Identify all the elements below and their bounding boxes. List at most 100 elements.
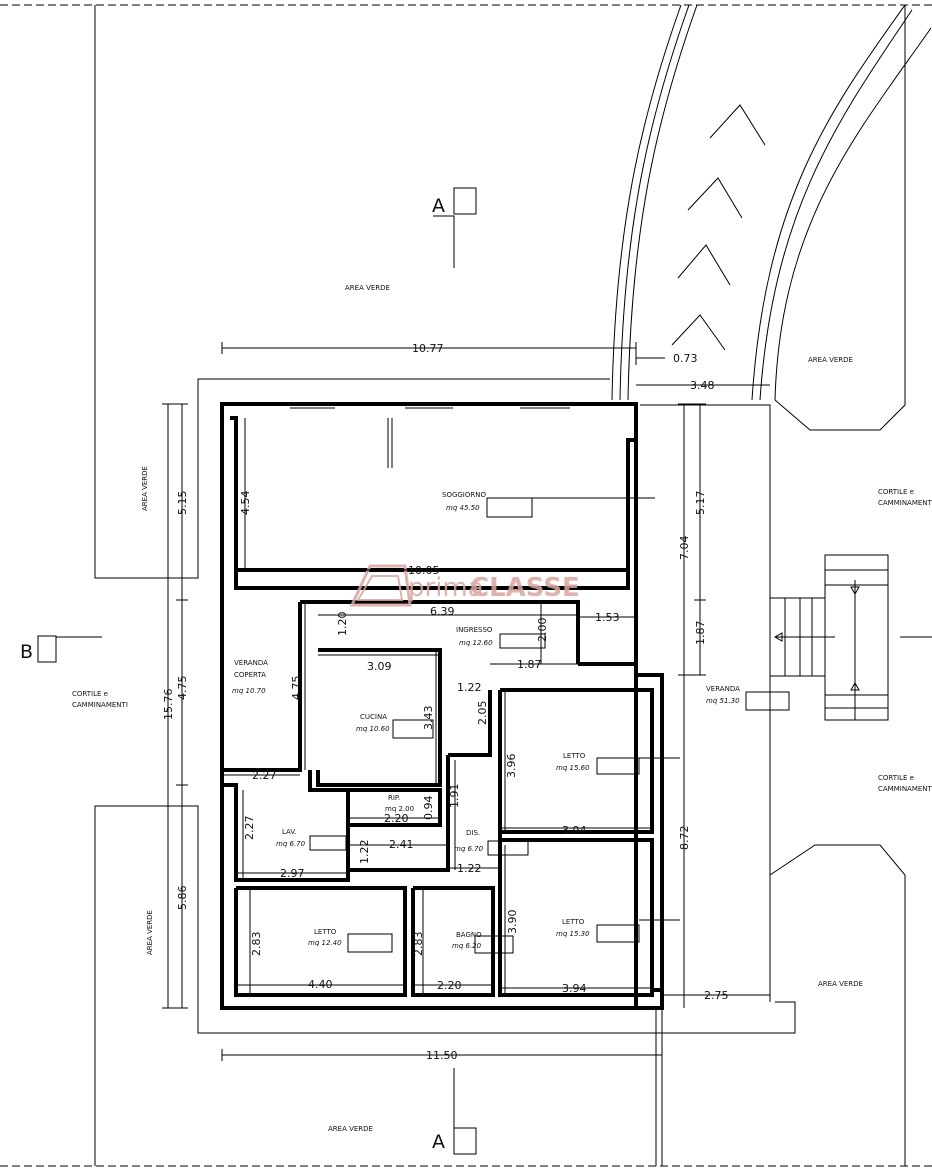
dim-2-75: 2.75 <box>704 989 729 1002</box>
section-marker-a-bottom: A <box>432 1068 477 1155</box>
dim-1-91: 1.91 <box>448 784 461 809</box>
room-letto-1-name: LETTO <box>563 752 586 760</box>
room-letto-1: LETTO mq 15.60 <box>556 752 680 775</box>
exterior-stairs <box>769 554 889 721</box>
right-green-area-shape <box>769 5 906 1166</box>
dim-1-87-h: 1.87 <box>517 658 542 671</box>
cortile-left-line2: CAMMINAMENTI <box>72 701 128 709</box>
room-ingresso-name: INGRESSO <box>456 626 493 634</box>
dim-2-97: 2.97 <box>280 867 305 880</box>
room-letto-1-area: mq 15.60 <box>556 764 590 772</box>
room-ingresso: INGRESSO mq 12.60 <box>456 626 546 649</box>
room-cucina-name: CUCINA <box>360 713 387 721</box>
room-labels: SOGGIORNO mq 45.50 INGRESSO mq 12.60 VER… <box>232 491 790 954</box>
room-letto-1-box <box>596 757 640 775</box>
room-letto-3-name: LETTO <box>314 928 337 936</box>
dim-5-17: 5.17 <box>694 491 707 516</box>
section-a-bottom-label: A <box>432 1131 445 1153</box>
cortile-right-top-line1: CORTILE e <box>878 488 914 496</box>
dim-2-83-b: 2.83 <box>412 932 425 957</box>
room-rip-area: mq 2.00 <box>385 805 414 813</box>
driveway <box>611 4 932 401</box>
dim-4-40: 4.40 <box>308 978 333 991</box>
dim-7-04: 7.04 <box>678 536 691 561</box>
room-lav-box <box>309 835 347 851</box>
room-ingresso-box <box>499 633 546 649</box>
dim-3-09: 3.09 <box>367 660 392 673</box>
room-soggiorno-name: SOGGIORNO <box>442 491 486 499</box>
room-lav-name: LAV. <box>282 828 297 836</box>
room-letto-2-name: LETTO <box>562 918 585 926</box>
cortile-right-bottom-line2: CAMMINAMENTI <box>878 785 932 793</box>
dim-2-20-rip: 2.20 <box>384 812 409 825</box>
room-veranda-name: VERANDA <box>706 685 740 693</box>
dimension-values: 10.77 0.73 3.48 4.54 10.05 5.15 4.75 15.… <box>162 342 729 1062</box>
area-verde-bottom: AREA VERDE <box>328 1125 373 1133</box>
dim-2-05: 2.05 <box>476 701 489 726</box>
room-cucina-area: mq 10.60 <box>356 725 390 733</box>
room-dis: DIS. mq 6.70 <box>454 829 529 856</box>
dim-3-90: 3.90 <box>506 910 519 935</box>
area-verde-left-bottom: AREA VERDE <box>146 910 154 955</box>
room-veranda-coperta: VERANDA COPERTA mq 10.70 <box>232 659 268 695</box>
room-veranda: VERANDA mq 51.30 <box>706 685 790 711</box>
dim-2-00: 2.00 <box>536 618 549 643</box>
watermark-text-classe: CLASSE <box>470 573 580 603</box>
section-b-label: B <box>20 641 33 663</box>
dim-1-53: 1.53 <box>595 611 620 624</box>
area-verde-right-bottom: AREA VERDE <box>818 980 863 988</box>
dim-2-27-v: 2.27 <box>243 816 256 841</box>
room-lav: LAV. mq 6.70 <box>276 828 347 851</box>
interior-walls <box>222 568 654 997</box>
watermark-text-prima: prima <box>408 573 484 603</box>
room-rip-name: RIP. <box>388 794 400 802</box>
windows <box>290 403 570 468</box>
dim-4-54: 4.54 <box>239 491 252 516</box>
room-letto-3: LETTO mq 12.40 <box>308 928 393 953</box>
room-veranda-coperta-name1: VERANDA <box>234 659 268 667</box>
dim-3-94-b: 3.94 <box>562 982 587 995</box>
dim-0-94: 0.94 <box>422 796 435 821</box>
cortile-left-line1: CORTILE e <box>72 690 108 698</box>
room-cucina-box <box>392 719 434 739</box>
area-verde-top: AREA VERDE <box>345 284 390 292</box>
room-cucina: CUCINA mq 10.60 <box>356 713 434 739</box>
area-labels: AREA VERDE AREA VERDE AREA VERDE AREA VE… <box>72 284 932 1133</box>
room-rip: RIP. mq 2.00 <box>385 794 414 813</box>
dim-8-72: 8.72 <box>678 826 691 851</box>
dim-3-96: 3.96 <box>505 754 518 779</box>
dim-3-94-a: 3.94 <box>562 824 587 837</box>
dim-1-22-b: 1.22 <box>358 840 371 865</box>
dim-2-41: 2.41 <box>389 838 414 851</box>
room-dis-area: mq 6.70 <box>454 845 484 853</box>
watermark-logo: prima CLASSE <box>349 564 580 607</box>
area-verde-left-top: AREA VERDE <box>141 466 149 511</box>
dim-4-75-left: 4.75 <box>176 676 189 701</box>
room-veranda-box <box>745 691 790 711</box>
room-letto-2: LETTO mq 15.30 <box>556 918 680 943</box>
room-soggiorno: SOGGIORNO mq 45.50 <box>442 491 655 518</box>
room-letto-3-box <box>347 933 393 953</box>
room-soggiorno-box <box>486 497 533 518</box>
room-soggiorno-area: mq 45.50 <box>446 504 480 512</box>
room-dis-box <box>487 840 529 856</box>
room-veranda-area: mq 51.30 <box>706 697 740 705</box>
room-letto-2-area: mq 15.30 <box>556 930 590 938</box>
room-bagno-area: mq 6.20 <box>452 942 482 950</box>
dim-15-76: 15.76 <box>162 689 175 721</box>
dimension-lines <box>162 342 770 1166</box>
area-verde-right-top: AREA VERDE <box>808 356 853 364</box>
lot-boundaries <box>94 5 796 1166</box>
room-bagno: BAGNO mq 6.20 <box>452 931 514 954</box>
cortile-right-bottom-line1: CORTILE e <box>878 774 914 782</box>
dim-10-05: 10.05 <box>408 564 440 577</box>
room-bagno-name: BAGNO <box>456 931 482 939</box>
dim-1-20: 1.20 <box>336 612 349 637</box>
dim-1-22-c: 1.22 <box>457 862 482 875</box>
dim-0-73: 0.73 <box>673 352 698 365</box>
dim-2-20-bagno: 2.20 <box>437 979 462 992</box>
dim-11-50: 11.50 <box>426 1049 458 1062</box>
room-bagno-box <box>474 935 514 954</box>
room-ingresso-area: mq 12.60 <box>459 639 493 647</box>
